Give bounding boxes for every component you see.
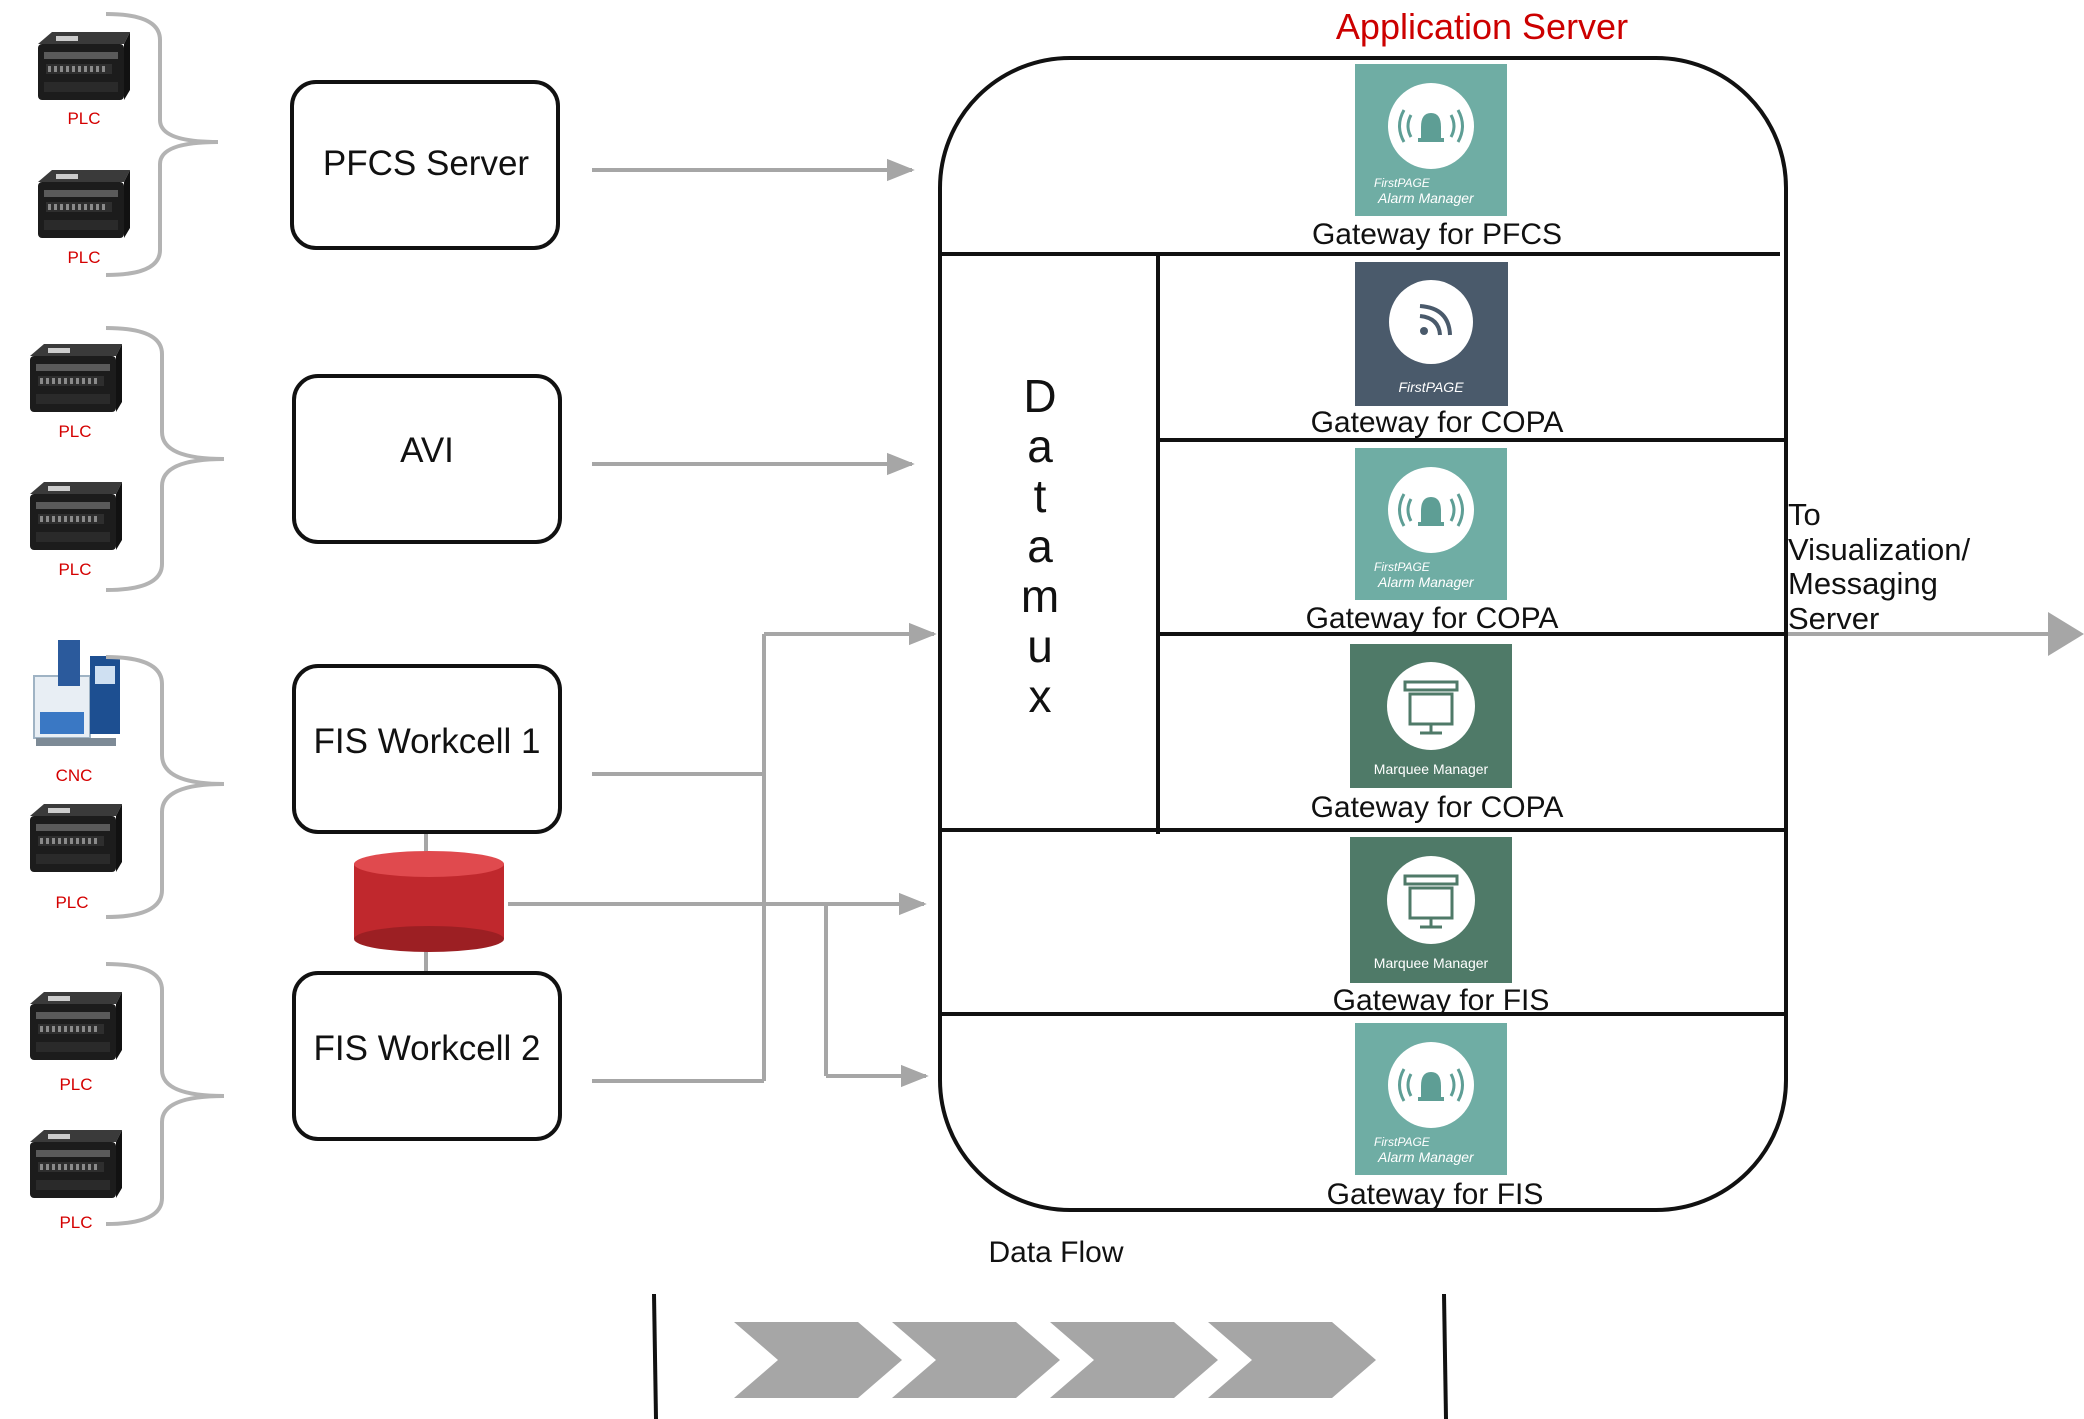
fis-workcell-2-box — [292, 971, 562, 1141]
gateway-copa-1: FirstPAGE Gateway for COPA — [1311, 262, 1564, 439]
flow-chevron — [734, 1322, 902, 1398]
datamux-letter: u — [1027, 620, 1053, 672]
curly-brace — [105, 962, 225, 1226]
database-icon — [354, 851, 504, 952]
plc-label: PLC — [55, 893, 88, 912]
gateway-label: Gateway for FIS — [1333, 984, 1550, 1017]
avi-box — [292, 374, 562, 544]
connectors — [508, 158, 2048, 1088]
plc-label: PLC — [59, 1213, 92, 1232]
gateway-label: Gateway for COPA — [1311, 406, 1564, 439]
gateway-label: Gateway for COPA — [1306, 602, 1559, 635]
device-group-4: PLC PLC — [30, 962, 225, 1232]
output-label: To Visualization/ Messaging Server — [1788, 497, 1970, 636]
gateway-label: Gateway for FIS — [1327, 1178, 1544, 1211]
plc-device-icon — [30, 1130, 122, 1198]
gateway-copa-3: Marquee Manager Gateway for COPA — [1311, 644, 1564, 824]
icon-brand-text: FirstPAGE — [1398, 379, 1464, 395]
curly-brace — [105, 12, 219, 277]
output-label-line: Server — [1788, 601, 1879, 636]
plc-label: PLC — [58, 422, 91, 441]
icon-product-text: Alarm Manager — [1377, 574, 1475, 590]
device-group-2: PLC PLC — [30, 326, 225, 592]
cnc-label: CNC — [56, 766, 93, 785]
curly-brace — [105, 655, 225, 919]
plc-label: PLC — [59, 1075, 92, 1094]
datamux-letter: m — [1021, 570, 1059, 622]
icon-brand-text: FirstPAGE — [1374, 176, 1431, 190]
curly-brace — [105, 326, 225, 592]
avi-label: AVI — [400, 431, 454, 470]
gateway-pfcs: FirstPAGE Alarm Manager Gateway for PFCS — [1312, 64, 1562, 251]
plc-label: PLC — [67, 248, 100, 267]
fis-workcell-1-box — [292, 664, 562, 834]
cnc-machine-icon — [33, 640, 120, 746]
server-dividers — [942, 252, 1786, 1016]
icon-product-text: Marquee Manager — [1374, 955, 1489, 971]
plc-label: PLC — [67, 109, 100, 128]
data-flow-legend — [652, 1293, 1448, 1419]
output-label-line: Messaging — [1788, 566, 1938, 601]
output-label-line: Visualization/ — [1788, 532, 1970, 567]
gateway-label: Gateway for PFCS — [1312, 218, 1562, 251]
plc-label: PLC — [58, 560, 91, 579]
gateway-fis-2: FirstPAGE Alarm Manager Gateway for FIS — [1327, 1023, 1544, 1211]
datamux-letter: a — [1027, 420, 1053, 472]
plc-device-icon — [30, 804, 122, 872]
flow-chevron — [1050, 1322, 1218, 1398]
device-group-3: CNC PLC — [30, 640, 225, 919]
pfcs-server-label: PFCS Server — [323, 144, 529, 183]
gateway-label: Gateway for COPA — [1311, 791, 1564, 824]
icon-brand-text: FirstPAGE — [1374, 1135, 1431, 1149]
datamux-letter: D — [1023, 370, 1056, 422]
gateway-fis-1: Marquee Manager Gateway for FIS — [1333, 837, 1550, 1017]
gateway-copa-2: FirstPAGE Alarm Manager Gateway for COPA — [1306, 448, 1559, 635]
plc-device-icon — [38, 170, 130, 238]
flow-chevron — [1208, 1322, 1376, 1398]
fis-workcell-1-label: FIS Workcell 1 — [314, 722, 541, 761]
fis-workcell-2-label: FIS Workcell 2 — [314, 1029, 541, 1068]
icon-product-text: Marquee Manager — [1374, 761, 1489, 777]
plc-device-icon — [30, 482, 122, 550]
diagram-title: Application Server — [1336, 6, 1628, 47]
device-group-1: PLC PLC — [38, 12, 219, 277]
pfcs-server-box — [290, 80, 560, 250]
plc-device-icon — [38, 32, 130, 100]
output-arrow-head — [2048, 612, 2084, 656]
plc-device-icon — [30, 344, 122, 412]
data-flow-label: Data Flow — [988, 1236, 1123, 1269]
flow-chevron — [892, 1322, 1060, 1398]
output-label-line: To — [1788, 497, 1821, 532]
datamux-letter: a — [1027, 520, 1053, 572]
icon-product-text: Alarm Manager — [1377, 1149, 1475, 1165]
datamux-label: D a t a m u x — [1021, 370, 1059, 722]
icon-brand-text: FirstPAGE — [1374, 560, 1431, 574]
datamux-letter: x — [1029, 670, 1052, 722]
plc-device-icon — [30, 992, 122, 1060]
icon-product-text: Alarm Manager — [1377, 190, 1475, 206]
datamux-letter: t — [1034, 470, 1047, 522]
